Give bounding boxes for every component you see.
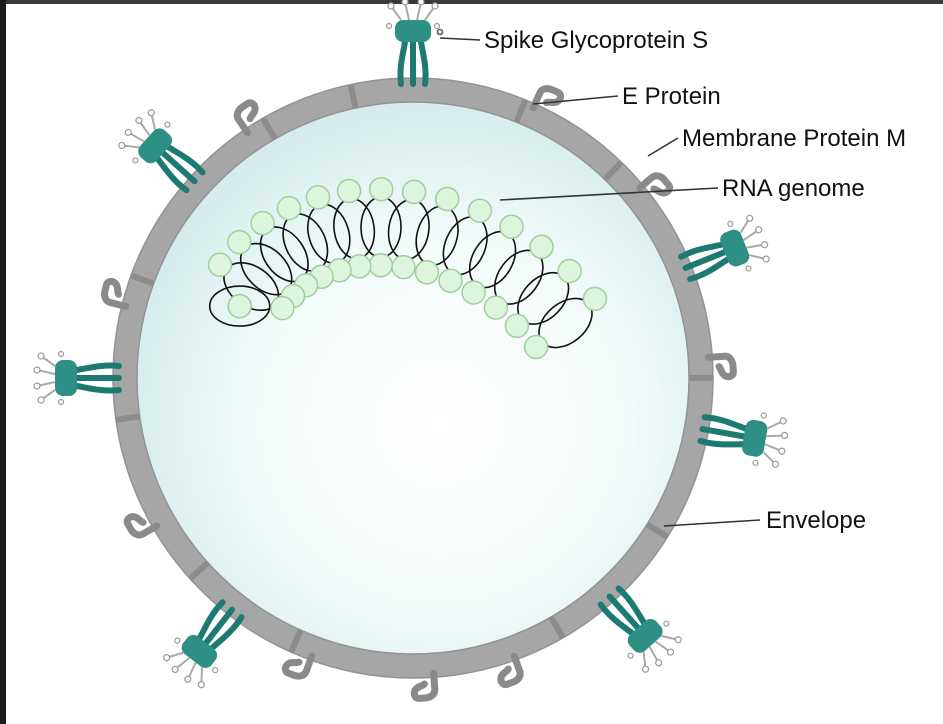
nucleocapsid-bead-icon [499, 214, 524, 239]
nucleocapsid-bead-icon [250, 210, 275, 236]
nucleocapsid-bead-icon [582, 286, 608, 312]
label-spike-glycoprotein: Spike Glycoprotein S [484, 27, 708, 54]
window-top-edge [0, 0, 943, 4]
nucleocapsid-bead-icon [347, 254, 372, 279]
e-protein-icon [689, 375, 713, 381]
nucleocapsid-bead-icon [336, 178, 362, 204]
membrane-leader-line [647, 137, 679, 157]
label-rna-genome: RNA genome [722, 175, 865, 202]
nucleocapsid-bead-icon [207, 252, 233, 278]
rna-leader-line [499, 187, 719, 201]
nucleocapsid-bead-icon [523, 334, 549, 360]
spike-glycoprotein-icon [698, 403, 791, 470]
spike-glycoprotein-icon [34, 352, 119, 405]
nucleocapsid-bead-icon [391, 254, 416, 280]
nucleocapsid-beads [207, 176, 608, 360]
spike-leader-dot [436, 28, 444, 36]
nucleocapsid-bead-icon [529, 234, 554, 260]
envelope-leader-line [663, 519, 761, 527]
label-envelope: Envelope [766, 507, 866, 534]
nucleocapsid-bead-icon [414, 260, 440, 285]
e-protein-leader-line [532, 95, 619, 105]
label-membrane-protein: Membrane Protein M [682, 125, 906, 152]
spike-glycoprotein-icon [676, 211, 775, 292]
nucleocapsid-bead-icon [227, 229, 252, 255]
nucleocapsid-bead-icon [461, 280, 486, 305]
nucleocapsid-bead-icon [227, 293, 252, 319]
nucleocapsid-bead-icon [483, 295, 509, 320]
nucleocapsid-bead-icon [368, 176, 394, 202]
nucleocapsid-bead-icon [368, 252, 394, 278]
nucleocapsid-bead-icon [276, 195, 302, 221]
label-e-protein: E Protein [622, 83, 721, 110]
rna-coil [208, 285, 271, 327]
nucleocapsid-bead-icon [504, 313, 530, 339]
spike-glycoprotein-icon [387, 0, 440, 84]
nucleocapsid-bead-icon [401, 179, 427, 205]
spike-leader-line [439, 37, 481, 41]
label-leader-lines [436, 28, 761, 527]
nucleocapsid-bead-icon [557, 258, 582, 284]
nucleocapsid-bead-icon [467, 198, 493, 223]
nucleocapsid-bead-icon [438, 268, 463, 293]
nucleocapsid-bead-icon [305, 185, 331, 210]
nucleocapsid-bead-icon [434, 186, 460, 212]
window-left-edge [0, 0, 6, 724]
nucleocapsid-bead-icon [270, 295, 295, 321]
